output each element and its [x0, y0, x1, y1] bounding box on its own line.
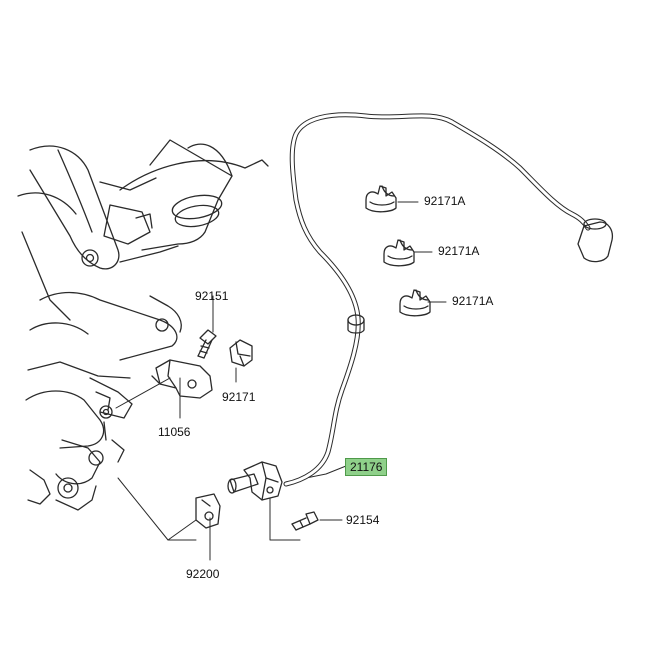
part-label-92171A-3[interactable]: 92171A [452, 294, 494, 308]
bolt-92154 [291, 511, 319, 531]
clamp-92171 [229, 339, 253, 367]
clamp-92171A-1 [365, 185, 397, 213]
clamp-92171A-2 [383, 239, 415, 267]
fork-assembly [17, 139, 269, 511]
part-label-92154[interactable]: 92154 [346, 513, 380, 527]
part-label-21176[interactable]: 21176 [345, 458, 388, 476]
bracket-11056 [151, 359, 213, 399]
part-label-92200[interactable]: 92200 [186, 567, 220, 581]
bolt-92151 [197, 329, 217, 359]
sensor-cable [283, 112, 614, 487]
leader-lines [115, 201, 447, 561]
part-label-92151[interactable]: 92151 [195, 289, 229, 303]
part-label-11056[interactable]: 11056 [158, 425, 191, 439]
clamp-92171A-3 [399, 289, 431, 317]
washer-92200 [195, 493, 221, 529]
sensor-21176-body [227, 461, 283, 501]
part-label-92171A-2[interactable]: 92171A [438, 244, 480, 258]
part-label-92171A-1[interactable]: 92171A [424, 194, 466, 208]
part-label-92171[interactable]: 92171 [222, 390, 256, 404]
